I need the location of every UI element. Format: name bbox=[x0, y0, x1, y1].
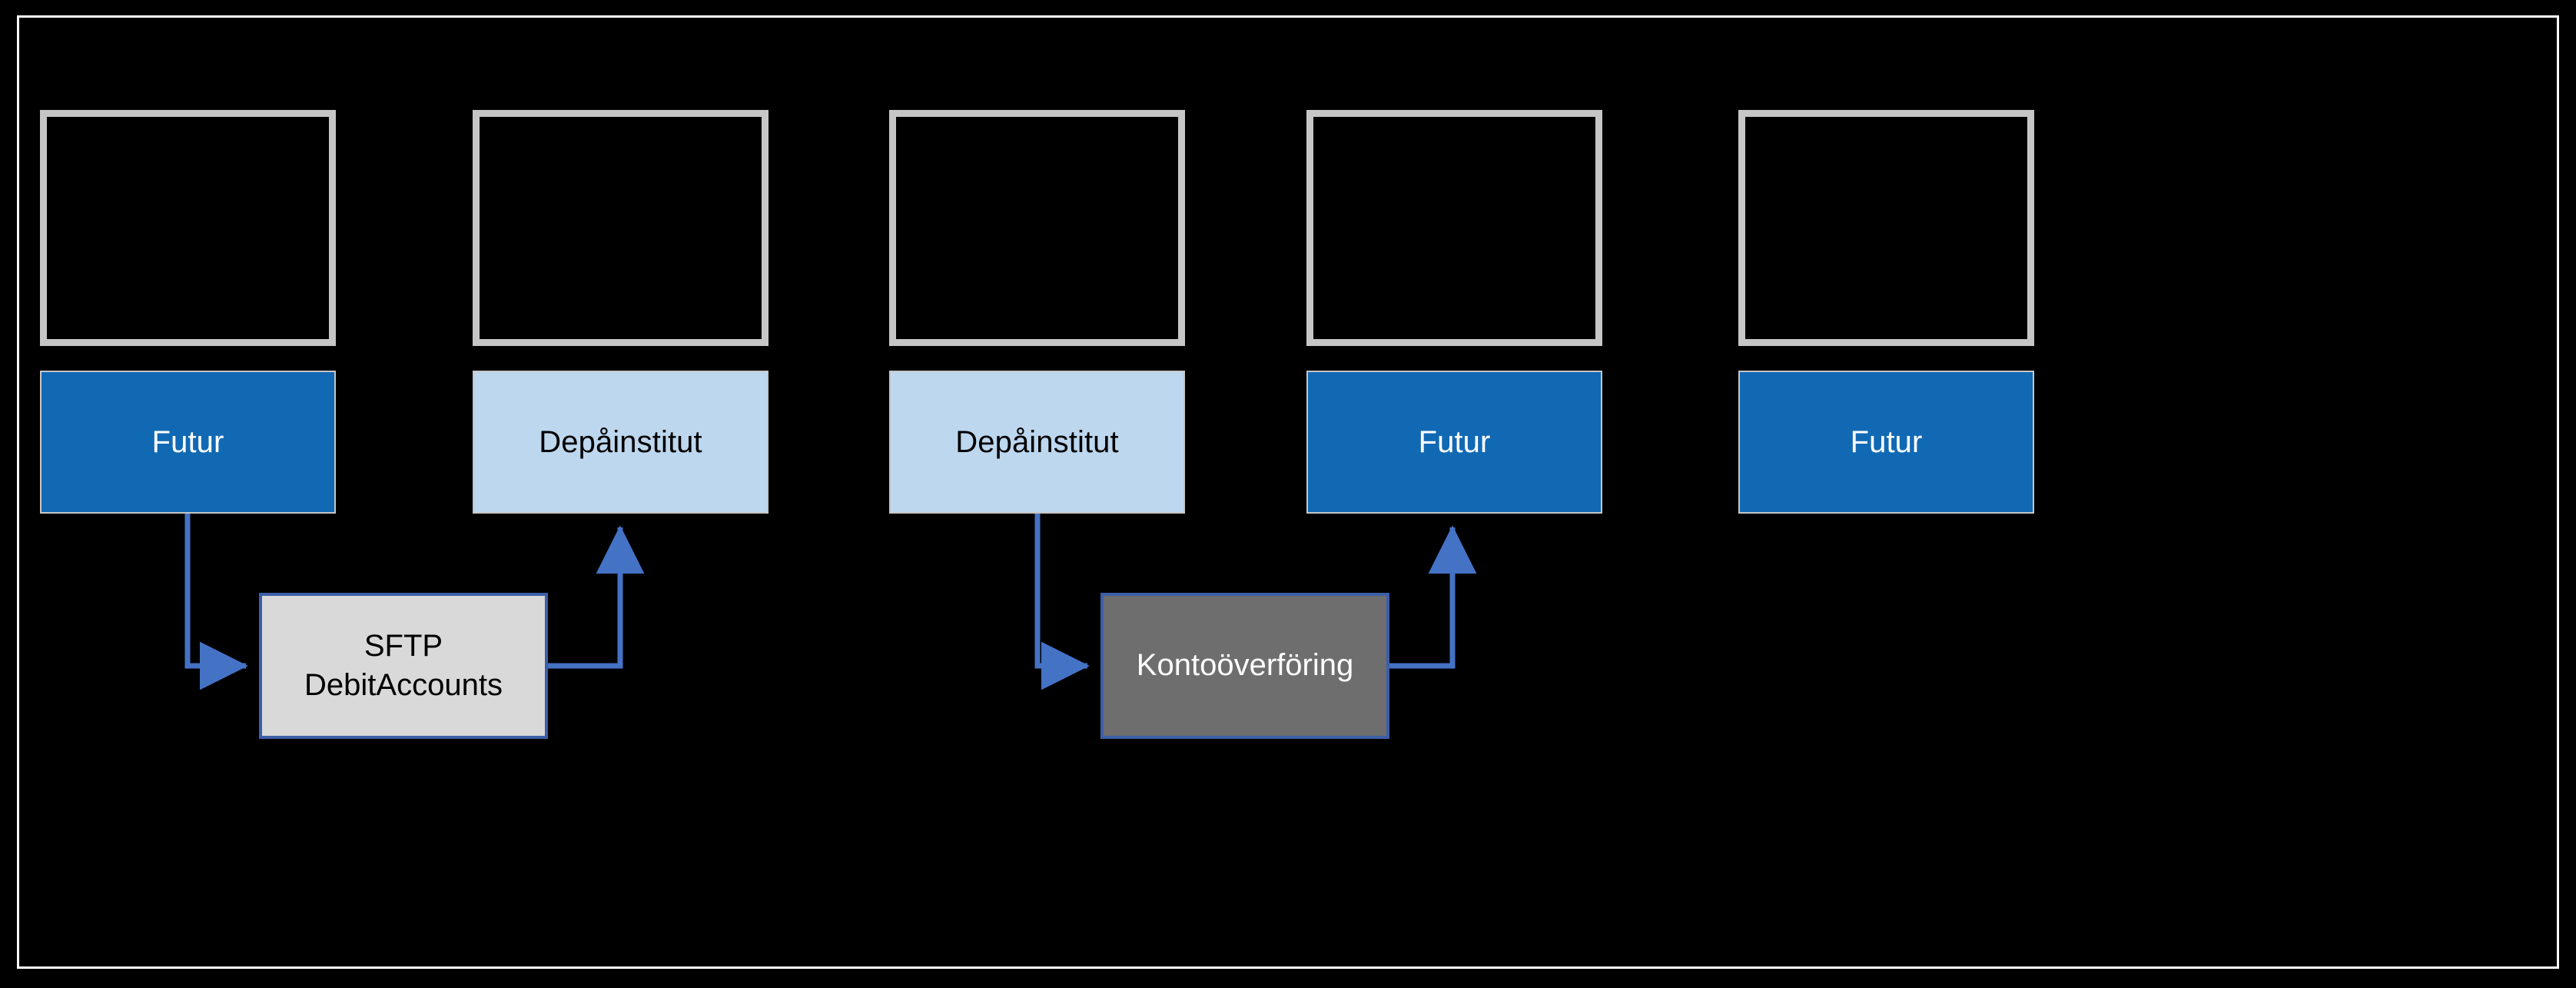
actor-label-futur-3: Futur bbox=[1850, 425, 1923, 459]
process-box-sftp-debitaccounts[interactable]: SFTP DebitAccounts bbox=[259, 593, 548, 739]
actor-label-futur-1: Futur bbox=[151, 425, 224, 459]
placeholder-box-5[interactable] bbox=[1738, 110, 2034, 346]
connector-sftp-to-depainstitut bbox=[548, 525, 645, 669]
diagram-outer-frame bbox=[17, 15, 2559, 969]
actor-box-futur-2[interactable]: Futur bbox=[1306, 371, 1602, 514]
process-label-kontooverforing: Kontoöverföring bbox=[1136, 648, 1354, 683]
actor-box-depainstitut-1[interactable]: Depåinstitut bbox=[473, 371, 768, 514]
connector-kontooverforing-to-futur bbox=[1389, 525, 1477, 669]
placeholder-box-3[interactable] bbox=[889, 110, 1185, 346]
placeholder-box-4[interactable] bbox=[1306, 110, 1602, 346]
actor-box-futur-3[interactable]: Futur bbox=[1738, 371, 2034, 514]
placeholder-box-1[interactable] bbox=[40, 110, 336, 346]
actor-label-depainstitut-2: Depåinstitut bbox=[955, 425, 1119, 459]
actor-box-depainstitut-2[interactable]: Depåinstitut bbox=[889, 371, 1185, 514]
actor-box-futur-1[interactable]: Futur bbox=[40, 371, 336, 514]
process-box-kontooverforing[interactable]: Kontoöverföring bbox=[1100, 593, 1389, 739]
actor-label-depainstitut-1: Depåinstitut bbox=[539, 425, 702, 459]
placeholder-box-2[interactable] bbox=[473, 110, 768, 346]
actor-label-futur-2: Futur bbox=[1418, 425, 1491, 459]
process-label-sftp-debitaccounts: SFTP DebitAccounts bbox=[304, 628, 503, 702]
connector-futur-to-sftp bbox=[184, 514, 248, 690]
connector-depainstitut-to-kontooverforing bbox=[1034, 514, 1090, 690]
